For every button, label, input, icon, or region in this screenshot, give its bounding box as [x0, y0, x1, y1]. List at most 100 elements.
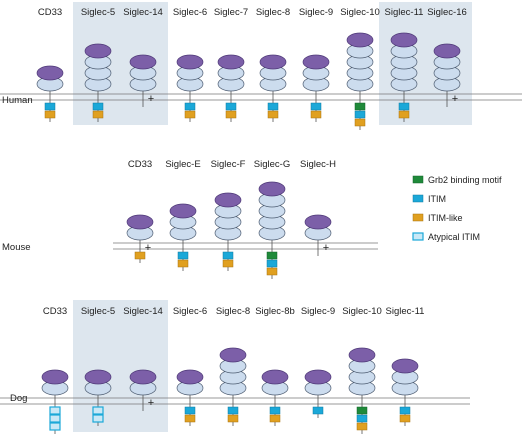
siglec-siglec-6: Siglec-6 — [173, 7, 207, 122]
v-set-domain — [214, 192, 242, 208]
legend-label: Grb2 binding motif — [428, 175, 502, 185]
charge-plus: + — [323, 242, 329, 254]
siglec-label: Siglec-16 — [427, 7, 467, 18]
itim-motif — [177, 251, 189, 260]
siglec-label: Siglec-14 — [123, 306, 163, 317]
itim-like-motif — [399, 414, 411, 423]
itim-motif — [227, 406, 239, 415]
itim-motif — [225, 102, 237, 111]
legend-label: ITIM-like — [428, 213, 463, 223]
siglec-label: Siglec-8 — [216, 306, 250, 317]
siglec-siglec-e: Siglec-E — [165, 159, 201, 271]
v-set-domain — [346, 32, 374, 48]
siglec-label: Siglec-9 — [299, 7, 333, 18]
siglec-label: Siglec-6 — [173, 7, 207, 18]
siglec-siglec-11: Siglec-11 — [385, 7, 424, 122]
v-set-domain — [129, 369, 157, 385]
siglec-cd33: CD33 — [41, 306, 69, 434]
legend-swatch-itim — [412, 194, 424, 203]
siglec-siglec-f: Siglec-F — [211, 159, 246, 271]
v-set-domain — [304, 214, 332, 230]
legend: Grb2 binding motifITIMITIM-likeAtypical … — [412, 175, 502, 242]
charge-plus: + — [148, 397, 154, 409]
siglec-siglec-9: Siglec-9 — [299, 7, 333, 122]
v-set-domain — [433, 43, 461, 59]
siglec-siglec-5: Siglec-5 — [81, 7, 115, 122]
siglec-label: Siglec-7 — [214, 7, 248, 18]
itim-motif — [399, 406, 411, 415]
itim-like-motif — [134, 251, 146, 260]
itim-like-motif — [269, 414, 281, 423]
v-set-domain — [259, 54, 287, 70]
itim-like-motif — [184, 414, 196, 423]
siglec-siglec-11: Siglec-11 — [386, 306, 424, 426]
itim-like-motif — [92, 110, 104, 119]
charge-plus: + — [452, 93, 458, 105]
itim-motif — [222, 251, 234, 260]
itim-motif — [184, 102, 196, 111]
itim-like-motif — [266, 267, 278, 276]
itim-motif — [44, 102, 56, 111]
atypical-itim-motif — [49, 406, 61, 415]
highlight-box — [73, 300, 168, 432]
itim-like-motif — [225, 110, 237, 119]
itim-motif — [312, 406, 324, 415]
itim-motif — [269, 406, 281, 415]
siglec-siglec-8: Siglec-8 — [216, 306, 250, 426]
siglec-label: CD33 — [38, 7, 62, 18]
siglec-label: Siglec-5 — [81, 306, 115, 317]
siglec-label: Siglec-F — [211, 159, 246, 170]
v-set-domain — [84, 369, 112, 385]
siglec-label: Siglec-10 — [342, 306, 382, 317]
siglec-siglec-8b: Siglec-8b — [255, 306, 295, 426]
v-set-domain — [169, 203, 197, 219]
itim-like-motif — [356, 422, 368, 431]
v-set-domain — [36, 65, 64, 81]
siglec-label: Siglec-14 — [123, 7, 163, 18]
v-set-domain — [176, 54, 204, 70]
v-set-domain — [261, 369, 289, 385]
grb2-motif — [354, 102, 366, 111]
siglec-siglec-9: Siglec-9 — [301, 306, 335, 418]
siglec-siglec-8: Siglec-8 — [256, 7, 290, 122]
itim-like-motif — [184, 110, 196, 119]
atypical-itim-motif — [49, 414, 61, 423]
siglec-siglec-g: Siglec-G — [254, 159, 290, 279]
siglec-siglec-7: Siglec-7 — [214, 7, 248, 122]
itim-motif — [356, 414, 368, 423]
v-set-domain — [176, 369, 204, 385]
v-set-domain — [126, 214, 154, 230]
itim-like-motif — [177, 259, 189, 268]
itim-like-motif — [310, 110, 322, 119]
itim-like-motif — [44, 110, 56, 119]
itim-like-motif — [222, 259, 234, 268]
itim-like-motif — [354, 118, 366, 127]
itim-motif — [354, 110, 366, 119]
itim-motif — [310, 102, 322, 111]
itim-like-motif — [267, 110, 279, 119]
legend-swatch-grb2 — [412, 175, 424, 184]
siglec-label: Siglec-H — [300, 159, 336, 170]
species-label: Dog — [10, 393, 27, 404]
itim-motif — [398, 102, 410, 111]
grb2-motif — [356, 406, 368, 415]
v-set-domain — [391, 358, 419, 374]
siglec-label: Siglec-5 — [81, 7, 115, 18]
grb2-motif — [266, 251, 278, 260]
itim-like-motif — [227, 414, 239, 423]
siglec-label: Siglec-11 — [385, 7, 424, 18]
v-set-domain — [217, 54, 245, 70]
siglec-label: Siglec-10 — [340, 7, 380, 18]
atypical-itim-motif — [49, 422, 61, 431]
itim-motif — [92, 102, 104, 111]
itim-motif — [184, 406, 196, 415]
v-set-domain — [348, 347, 376, 363]
v-set-domain — [304, 369, 332, 385]
siglec-siglec-10: Siglec-10 — [340, 7, 380, 130]
siglec-siglec-h: Siglec-H + — [300, 159, 336, 256]
siglec-label: CD33 — [43, 306, 67, 317]
siglec-label: Siglec-6 — [173, 306, 207, 317]
itim-like-motif — [398, 110, 410, 119]
siglec-siglec-14: Siglec-14 + — [123, 7, 163, 107]
charge-plus: + — [148, 93, 154, 105]
